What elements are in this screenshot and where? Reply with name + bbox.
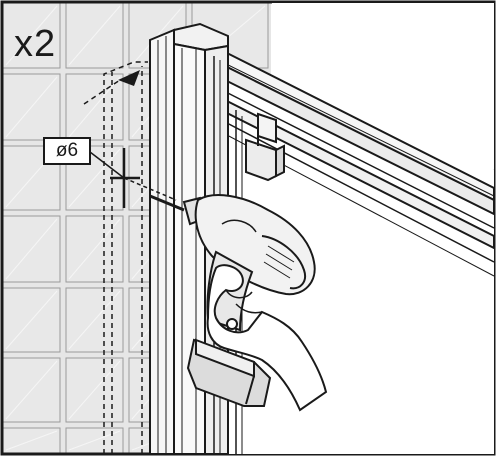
crosshair-mark-icon [89,148,177,208]
tile-highlight [68,5,121,66]
mounting-outline [83,61,148,454]
hand-icon [206,264,328,412]
drill-diameter-label: ø6 [43,137,91,165]
tile-highlight [5,218,58,280]
direction-arrow-icon [118,70,140,86]
top-rail [204,44,495,277]
tile-highlight [68,76,121,138]
tile-highlight [5,5,58,66]
tile-highlight [131,5,184,66]
tile-highlight [5,290,58,350]
tile-highlight [5,430,58,451]
tile-highlight [5,76,58,138]
tile-highlight [68,148,121,208]
rail-bracket [245,112,285,182]
tile-highlight [5,360,58,420]
quantity-label: x2 [14,23,57,65]
